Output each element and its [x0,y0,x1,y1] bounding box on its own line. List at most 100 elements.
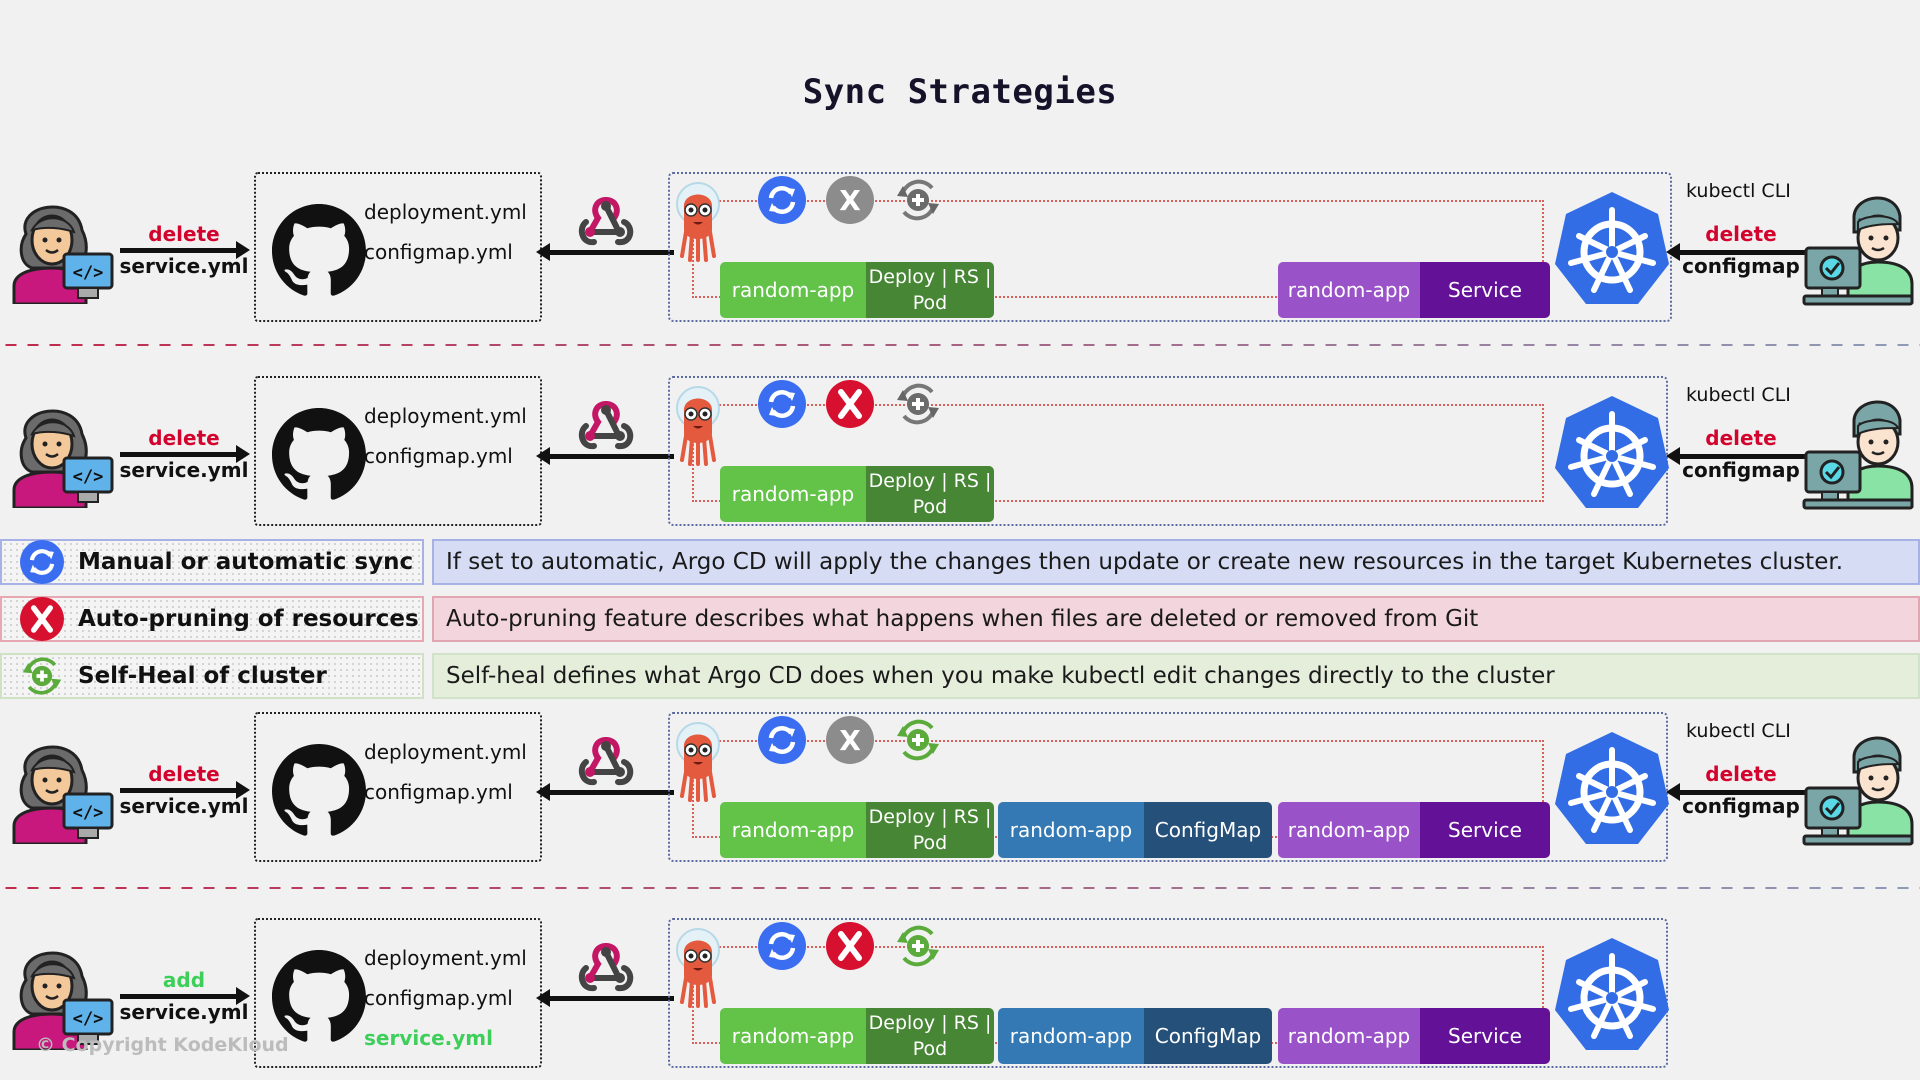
legend-label: Auto-pruning of resources [78,606,419,632]
push-arrow [120,987,250,1005]
resource-kind: Service [1420,1008,1550,1064]
user-action: delete service.yml [118,426,250,482]
repo-file: deployment.yml [364,946,527,970]
kubectl-arrow [1666,447,1812,465]
legend-label-cell: Manual or automatic sync [0,539,424,585]
resource-name: random-app [720,1008,866,1064]
repo-file-new: service.yml [364,1026,493,1050]
legend-description: If set to automatic, Argo CD will apply … [432,539,1920,585]
legend-row-prune: Auto-pruning of resources Auto-pruning f… [0,596,1920,642]
legend-label-cell: Self-Heal of cluster [0,653,424,699]
legend-label: Self-Heal of cluster [78,663,327,689]
action-verb: delete [148,222,220,246]
resource-name: random-app [1278,1008,1420,1064]
push-arrow [120,781,250,799]
repo-file: deployment.yml [364,740,527,764]
legend-description: Auto-pruning feature describes what happ… [432,596,1920,642]
admin-icon [1800,730,1916,846]
repo-file: configmap.yml [364,240,513,264]
resource-kind: ConfigMap [1144,802,1272,858]
self-heal-enabled-icon [894,716,942,764]
argocd-box: random-app Deploy | RS | Pod random-app … [668,172,1672,322]
repo-files: deployment.yml configmap.yml [364,396,527,476]
app-resources-box: random-app Deploy | RS | Pod random-app … [692,200,1550,318]
resource-deployment: random-app Deploy | RS | Pod [720,466,994,522]
repo-file: configmap.yml [364,986,513,1010]
resource-kind: Deploy | RS | Pod [866,1008,994,1064]
legend-label: Manual or automatic sync [78,549,414,575]
webhook-arrow [536,243,674,261]
webhook-icon [576,938,636,994]
resource-name: random-app [1278,802,1420,858]
argocd-octopus-icon [674,386,722,466]
resource-deployment: random-app Deploy | RS | Pod [720,262,994,318]
kubectl-verb: delete [1705,762,1777,786]
webhook-arrow [536,783,674,801]
github-icon [272,950,366,1044]
admin-icon [1800,394,1916,510]
kubectl-arrow [1666,243,1812,261]
resource-name: random-app [720,262,866,318]
prune-enabled-icon [826,380,874,428]
resource-kind: Deploy | RS | Pod [866,262,994,318]
admin-icon [1800,190,1916,306]
resource-kind: Deploy | RS | Pod [866,466,994,522]
resource-configmap: random-app ConfigMap [998,802,1272,858]
separator [0,344,1920,346]
repo-file: configmap.yml [364,780,513,804]
resource-kind: Service [1420,802,1550,858]
action-file: service.yml [119,254,249,278]
argocd-octopus-icon [674,722,722,802]
scenario-1: delete service.yml deployment.yml config… [0,172,1920,332]
repo-files: deployment.yml configmap.yml [364,732,527,812]
resource-kind: Service [1420,262,1550,318]
argocd-box: random-app Deploy | RS | Pod random-app … [668,918,1668,1068]
kubectl-verb: delete [1705,426,1777,450]
kubectl-label: kubectl CLI [1686,180,1791,202]
resource-service: random-app Service [1278,1008,1550,1064]
kubectl-label: kubectl CLI [1686,384,1791,406]
scenario-2: delete service.yml deployment.yml config… [0,376,1920,536]
push-arrow [120,445,250,463]
webhook-icon [576,396,636,452]
kubectl-action: delete configmap [1682,762,1800,818]
self-heal-disabled-icon [894,176,942,224]
argocd-octopus-icon [674,182,722,262]
webhook-icon [576,192,636,248]
action-verb: delete [148,426,220,450]
git-repo-box: deployment.yml configmap.yml [254,376,542,526]
action-verb: delete [148,762,220,786]
git-repo-box: deployment.yml configmap.yml [254,172,542,322]
self-heal-icon [20,654,64,698]
self-heal-enabled-icon [894,922,942,970]
prune-disabled-icon [826,716,874,764]
sync-icon [20,540,64,584]
kubernetes-icon [1550,934,1674,1058]
action-file: service.yml [119,1000,249,1024]
sync-icon [758,176,806,224]
self-heal-disabled-icon [894,380,942,428]
developer-icon [6,194,114,304]
argocd-box: random-app Deploy | RS | Pod random-app … [668,712,1668,862]
repo-files: deployment.yml configmap.yml service.yml [364,938,527,1058]
app-resources-box: random-app Deploy | RS | Pod [692,404,1544,522]
resource-kind: Deploy | RS | Pod [866,802,994,858]
kubectl-target: configmap [1682,458,1800,482]
resource-deployment: random-app Deploy | RS | Pod [720,802,994,858]
user-action: add service.yml [118,968,250,1024]
action-file: service.yml [119,458,249,482]
user-action: delete service.yml [118,222,250,278]
legend-description: Self-heal defines what Argo CD does when… [432,653,1920,699]
github-icon [272,744,366,838]
kubectl-target: configmap [1682,794,1800,818]
git-repo-box: deployment.yml configmap.yml [254,712,542,862]
legend-row-sync: Manual or automatic sync If set to autom… [0,539,1920,585]
repo-files: deployment.yml configmap.yml [364,192,527,272]
scenario-4: add service.yml deployment.yml configmap… [0,918,1920,1078]
resource-configmap: random-app ConfigMap [998,1008,1272,1064]
repo-file: deployment.yml [364,404,527,428]
resource-kind: ConfigMap [1144,1008,1272,1064]
prune-enabled-icon [826,922,874,970]
separator [0,887,1920,889]
github-icon [272,408,366,502]
